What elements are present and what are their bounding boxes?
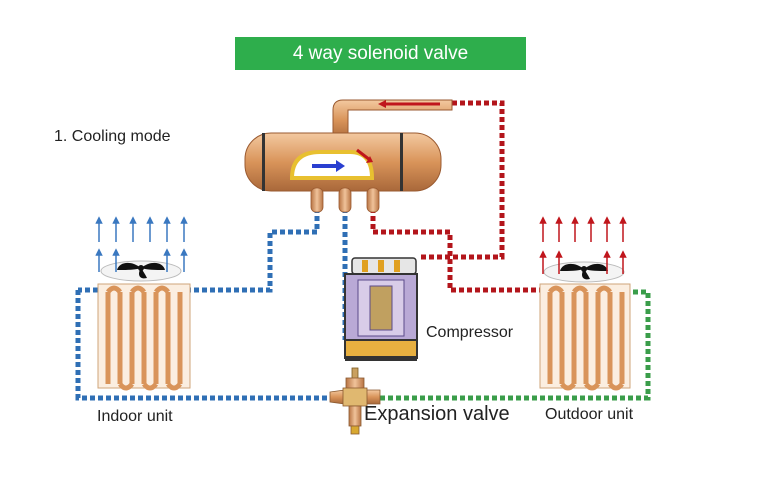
hot-pipe (370, 100, 540, 293)
title-banner: 4 way solenoid valve (235, 37, 526, 70)
outdoor-unit-label: Outdoor unit (545, 406, 634, 423)
airflow-arrow-icon (539, 216, 627, 274)
indoor-unit-label: Indoor unit (97, 408, 173, 425)
compressor (344, 257, 418, 361)
expansion-valve (329, 367, 381, 435)
expansion-valve-label: Expansion valve (364, 403, 510, 425)
compressor-label: Compressor (426, 324, 514, 341)
fan-icon (560, 263, 608, 280)
flow-direction-arrow-icon (356, 148, 371, 162)
outdoor-unit (539, 216, 631, 391)
liquid-pipe (380, 289, 651, 401)
indoor-unit (95, 216, 191, 391)
fan-icon (117, 262, 165, 279)
mode-label: 1. Cooling mode (54, 128, 171, 145)
airflow-arrow-icon (95, 216, 188, 272)
four-way-valve (244, 99, 453, 213)
